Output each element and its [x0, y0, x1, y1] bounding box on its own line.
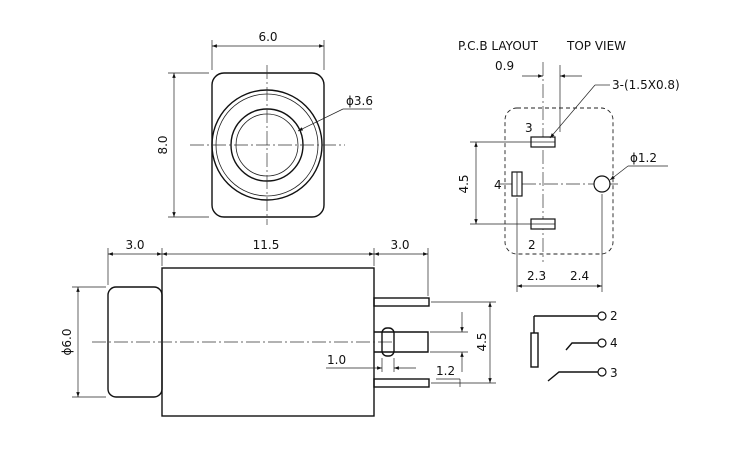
side-right-dim: 3.0	[390, 238, 409, 252]
side-body-dim: 11.5	[253, 238, 280, 252]
schematic-label-3: 3	[610, 366, 618, 380]
schematic-switch-4	[565, 342, 598, 351]
pcb-hole-leader	[609, 165, 629, 181]
schematic-spring-3	[547, 371, 598, 382]
side-pin-tab	[381, 327, 395, 357]
front-hole-leader	[297, 108, 344, 132]
pcb-pin-label-3: 3	[525, 121, 533, 135]
side-diameter-dim: ϕ6.0	[60, 329, 74, 356]
side-pin-offset-dim: 1.0	[327, 353, 346, 367]
schematic-label-4: 4	[610, 336, 618, 350]
pcb-right-dim: 2.4	[570, 269, 589, 283]
schematic-terminal-3	[597, 367, 607, 377]
pcb-layout: P.C.B LAYOUT TOP VIEW 3 4 2 0.9 3-(1.5X0…	[457, 39, 680, 292]
side-pin-middle	[374, 331, 429, 353]
pcb-left-dim: 2.3	[527, 269, 546, 283]
side-pin-pitch-dim: 4.5	[475, 332, 489, 351]
pcb-offset-dim: 0.9	[495, 59, 514, 73]
pcb-slot-dim: 3-(1.5X0.8)	[612, 78, 680, 92]
side-view: 3.0 11.5 3.0 ϕ6.0 4.5 1.0 1.2	[60, 238, 496, 417]
schematic-label-2: 2	[610, 309, 618, 323]
front-height-dim: 8.0	[156, 135, 170, 154]
side-pin-end-dim: 1.2	[436, 364, 455, 378]
pcb-mount-hole	[593, 175, 611, 193]
pcb-slot-leader	[549, 84, 596, 139]
side-pin-top	[373, 297, 430, 307]
schematic-sleeve	[530, 332, 539, 368]
pcb-pin-label-2: 2	[528, 238, 536, 252]
side-pin-bottom	[373, 378, 430, 388]
schematic-terminal-4	[597, 338, 607, 348]
pcb-layout-title: P.C.B LAYOUT	[458, 39, 539, 53]
front-hole-dim: ϕ3.6	[346, 94, 373, 108]
front-width-dim: 6.0	[258, 30, 277, 44]
pcb-view-label: TOP VIEW	[566, 39, 626, 53]
side-left-dim: 3.0	[125, 238, 144, 252]
schematic: 2 4 3	[530, 309, 618, 382]
pcb-pitch-dim: 4.5	[457, 174, 471, 193]
schematic-terminal-2	[597, 311, 607, 321]
pcb-pin-label-4: 4	[494, 178, 502, 192]
pcb-hole-dim: ϕ1.2	[630, 151, 657, 165]
front-view: 6.0 8.0 ϕ3.6	[156, 30, 373, 225]
pcb-footprint-outline	[504, 107, 614, 255]
